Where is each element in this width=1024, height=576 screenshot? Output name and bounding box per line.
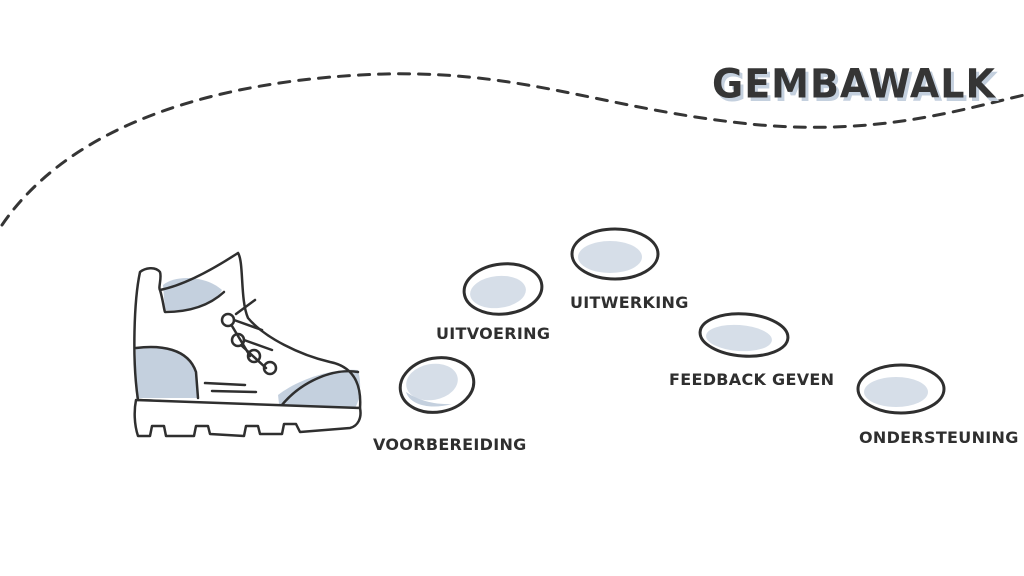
page-title: GEMBAWALK (712, 60, 996, 108)
step-label-feedback-geven: FEEDBACK GEVEN (669, 370, 835, 389)
step-label-uitvoering: UITVOERING (436, 324, 551, 343)
step-label-ondersteuning: ONDERSTEUNING (859, 428, 1019, 447)
dashed-path-line (0, 72, 1024, 227)
step-label-uitwerking: UITWERKING (570, 293, 689, 312)
step-label-voorbereiding: VOORBEREIDING (373, 435, 527, 454)
footprint-uitvoering-icon (462, 262, 544, 316)
hiking-boot-icon (133, 251, 362, 438)
footprint-ondersteuning-icon (856, 363, 946, 415)
footprint-uitwerking-icon (570, 227, 660, 281)
footprint-feedback-icon (698, 312, 790, 358)
footprint-voorbereiding-icon (398, 356, 476, 414)
